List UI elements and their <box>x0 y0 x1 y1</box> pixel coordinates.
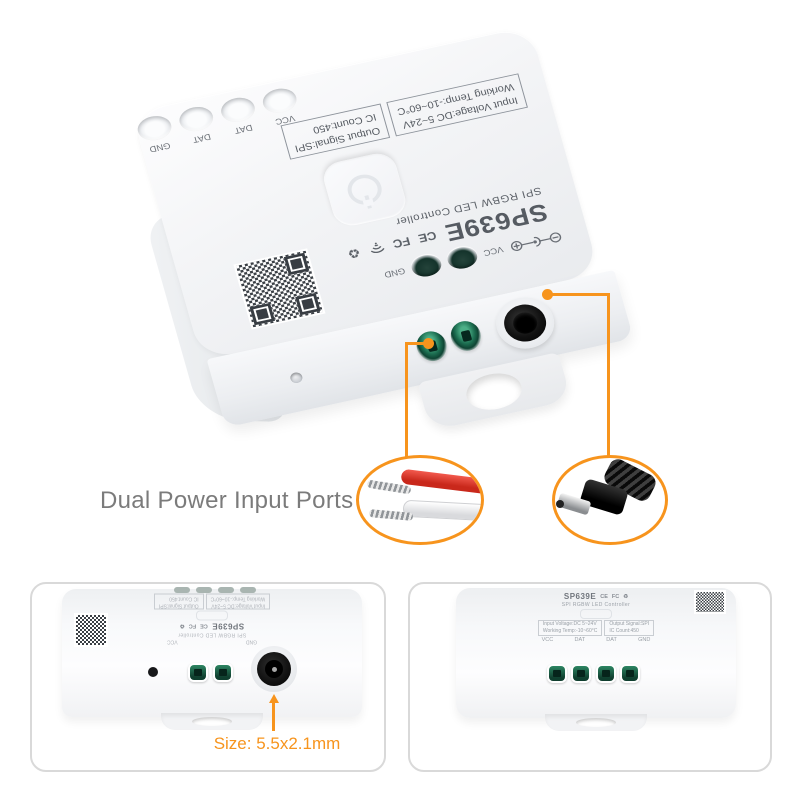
mounting-hole <box>462 368 527 415</box>
terminal-dat-1: DAT <box>218 94 261 137</box>
output-terminal-dat-1 <box>571 664 591 683</box>
micro-spec-box: Output Signal:SPI IC Count:450 <box>604 620 655 636</box>
micro-recycle-icon: ♻ <box>179 623 185 629</box>
wire-detail-circle <box>356 455 484 545</box>
dc-jack-port <box>489 292 561 354</box>
micro-subtitle: SPI RGBW LED Controller <box>177 631 247 638</box>
green-power-terminal-2 <box>213 663 233 682</box>
front-view-panel: GND VCC SPI RGBW LED Controller SP639E C… <box>30 582 386 772</box>
gnd-wire-hole <box>408 252 444 280</box>
device-top-face: VCC GND SP639E CE FC <box>131 25 600 361</box>
micro-recycle-icon: ♻ <box>623 593 629 600</box>
micro-spec-box: Input Voltage:DC 5~24V Working Temp:-10~… <box>205 594 271 610</box>
gnd-hole-label: GND <box>383 265 407 280</box>
qr-code <box>694 590 726 614</box>
ce-mark: CE <box>416 228 439 246</box>
reset-hole <box>289 371 304 385</box>
qr-code <box>74 613 108 647</box>
recycle-icon: ♻ <box>346 245 363 262</box>
vcc-wire-hole <box>444 244 480 272</box>
back-view-device: SP639E CE FC ♻ SPI RGBW LED Controller I… <box>456 588 736 731</box>
micro-power-button <box>196 610 228 621</box>
terminal-vcc: VCC <box>259 85 303 128</box>
dc-jack-pin <box>271 666 277 672</box>
micro-spec-box: Output Signal:SPI IC Count:450 <box>153 594 204 610</box>
output-terminal-dat-2 <box>596 664 616 683</box>
green-power-terminal-1 <box>188 663 208 682</box>
controller-main-view: VCC GND SP639E CE FC <box>116 14 654 436</box>
top-face-print: SP639E CE FC ♻ SPI RGBW LED Controller I… <box>456 592 736 643</box>
spec-boxes: Input Voltage:DC 5~24V Working Temp:-10~… <box>280 73 528 160</box>
aux-power-row: VCC GND <box>380 219 567 292</box>
mounting-hole <box>576 718 616 727</box>
dc-jack-port <box>251 646 297 692</box>
callout-line <box>405 342 408 458</box>
size-label: Size: 5.5x2.1mm <box>213 734 341 753</box>
micro-subtitle: SPI RGBW LED Controller <box>561 602 631 608</box>
brand-block: SP639E CE FC ♻ SPI RGBW LED Controller <box>341 185 551 268</box>
front-view-device: GND VCC SPI RGBW LED Controller SP639E C… <box>62 587 362 730</box>
micro-ce: CE <box>200 623 208 629</box>
vcc-hole-label: VCC <box>482 244 505 258</box>
terminal-hole <box>218 94 258 126</box>
output-terminal-gnd <box>620 664 640 683</box>
fcc-mark: FC <box>391 234 412 251</box>
back-view-panel: SP639E CE FC ♻ SPI RGBW LED Controller I… <box>408 582 772 772</box>
caption-text: Dual Power Input Ports <box>100 487 354 514</box>
micro-brand: SP639E <box>211 621 245 631</box>
micro-spec-box: Input Voltage:DC 5~24V Working Temp:-10~… <box>537 620 603 636</box>
terminal-dat-2: DAT <box>176 103 220 146</box>
plug-tip <box>556 500 564 508</box>
rear-terminal-tab <box>218 587 234 593</box>
micro-vcc-label: VCC <box>167 638 178 645</box>
output-terminal-row: VCC DAT DAT GND <box>134 85 303 156</box>
micro-ce: CE <box>600 593 608 600</box>
green-power-terminal-2 <box>447 318 485 354</box>
wifi-icon <box>370 242 385 254</box>
callout-line <box>548 293 610 296</box>
output-terminal-vcc <box>547 664 567 683</box>
white-wire <box>402 499 481 522</box>
terminal-labels-row: VCC DAT DAT GND <box>541 636 651 643</box>
qr-code <box>233 248 326 330</box>
size-arrow-head <box>269 694 279 703</box>
micro-fcc: FC <box>611 593 620 600</box>
red-wire <box>400 468 481 495</box>
dc-polarity-icon <box>510 232 562 252</box>
mounting-ear <box>161 713 263 730</box>
callout-line <box>405 342 425 345</box>
rear-terminal-tab <box>196 587 212 593</box>
terminal-hole <box>176 103 217 135</box>
dc-plug-detail-circle <box>552 455 668 545</box>
micro-fcc: FC <box>188 623 197 629</box>
reset-hole <box>148 667 158 677</box>
mounting-hole <box>192 717 232 726</box>
size-arrow-line <box>272 703 275 731</box>
callout-dot-wires <box>423 338 434 349</box>
callout-dot-plug <box>542 289 553 300</box>
rear-terminal-tab <box>240 587 256 593</box>
power-icon <box>344 171 386 208</box>
terminal-hole <box>259 85 300 116</box>
terminal-hole <box>134 113 175 144</box>
micro-brand: SP639E <box>563 592 597 601</box>
micro-gnd-label: GND <box>245 638 257 645</box>
callout-line <box>607 293 610 458</box>
mounting-ear <box>545 714 647 731</box>
rear-terminal-tab <box>174 587 190 593</box>
terminal-gnd: GND <box>134 113 178 155</box>
spec-box-power: Input Voltage:DC 5~24V Working Temp:-10~… <box>386 73 528 137</box>
micro-power-button <box>580 609 612 619</box>
